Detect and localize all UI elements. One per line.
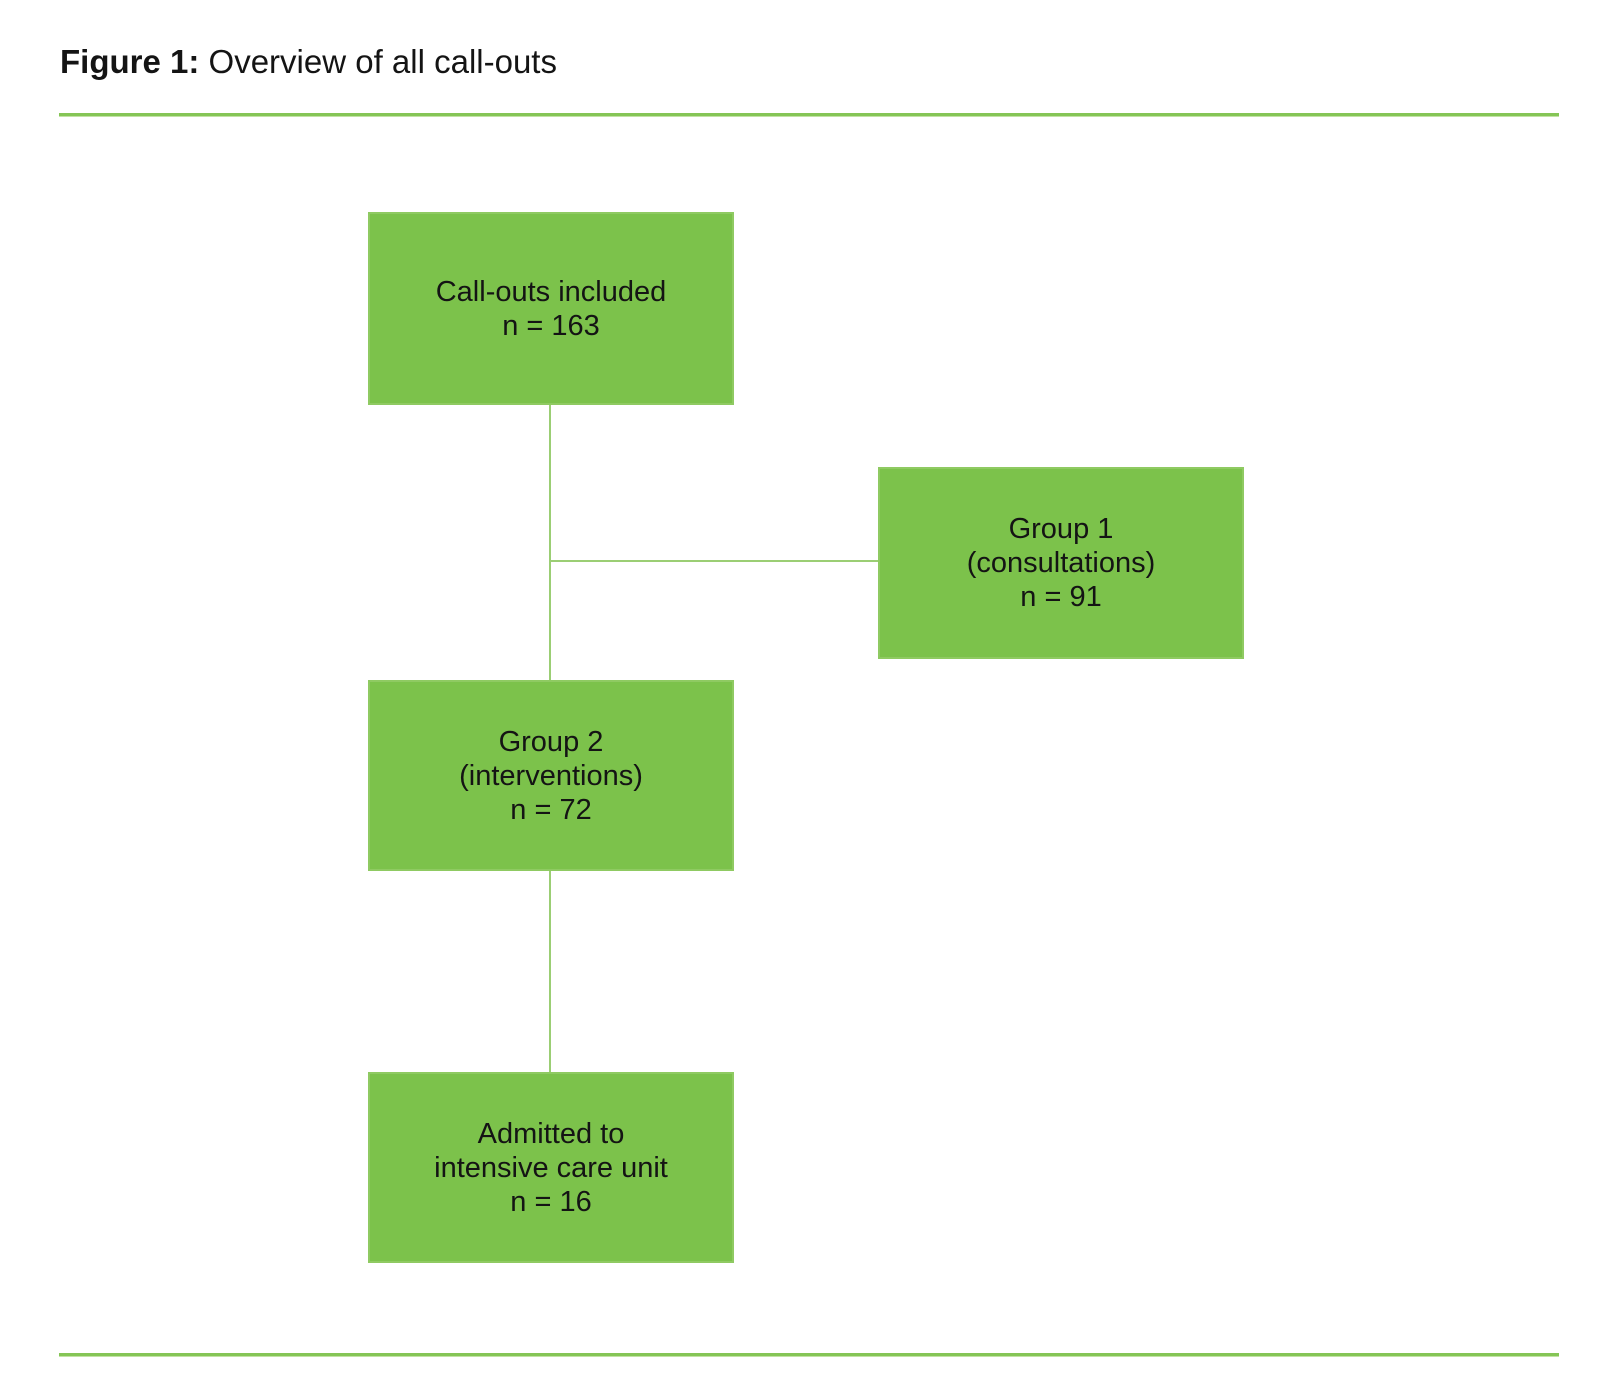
- flow-node-admitted-icu: Admitted to intensive care unit n = 16: [368, 1072, 734, 1263]
- flow-node-group2-interventions: Group 2 (interventions) n = 72: [368, 680, 734, 871]
- flow-node-callouts-included: Call-outs included n = 163: [368, 212, 734, 405]
- node-label-line: Call-outs included: [435, 275, 667, 308]
- flow-node-group1-consultations: Group 1 (consultations) n = 91: [878, 467, 1244, 659]
- top-divider: [59, 113, 1559, 117]
- node-label-line: Group 2: [498, 725, 604, 758]
- node-count-line: n = 72: [510, 793, 592, 826]
- node-sublabel-line: (consultations): [966, 547, 1156, 579]
- connector-branch-to-group1: [549, 560, 878, 562]
- node-label-line: Group 1: [1008, 513, 1114, 545]
- figure-title: Figure 1: Overview of all call-outs: [60, 42, 557, 82]
- node-count-line: n = 163: [502, 309, 600, 342]
- node-count-line: n = 16: [510, 1185, 592, 1218]
- connector-callouts-to-group2: [549, 405, 551, 680]
- bottom-divider: [59, 1353, 1559, 1357]
- node-sublabel-line: (interventions): [459, 759, 643, 792]
- figure-title-text: Overview of all call-outs: [199, 43, 557, 80]
- node-count-line: n = 91: [1020, 581, 1102, 613]
- figure-label: Figure 1:: [60, 43, 200, 80]
- node-sublabel-line: intensive care unit: [434, 1151, 668, 1184]
- connector-group2-to-icu: [549, 871, 551, 1072]
- node-label-line: Admitted to: [477, 1117, 625, 1150]
